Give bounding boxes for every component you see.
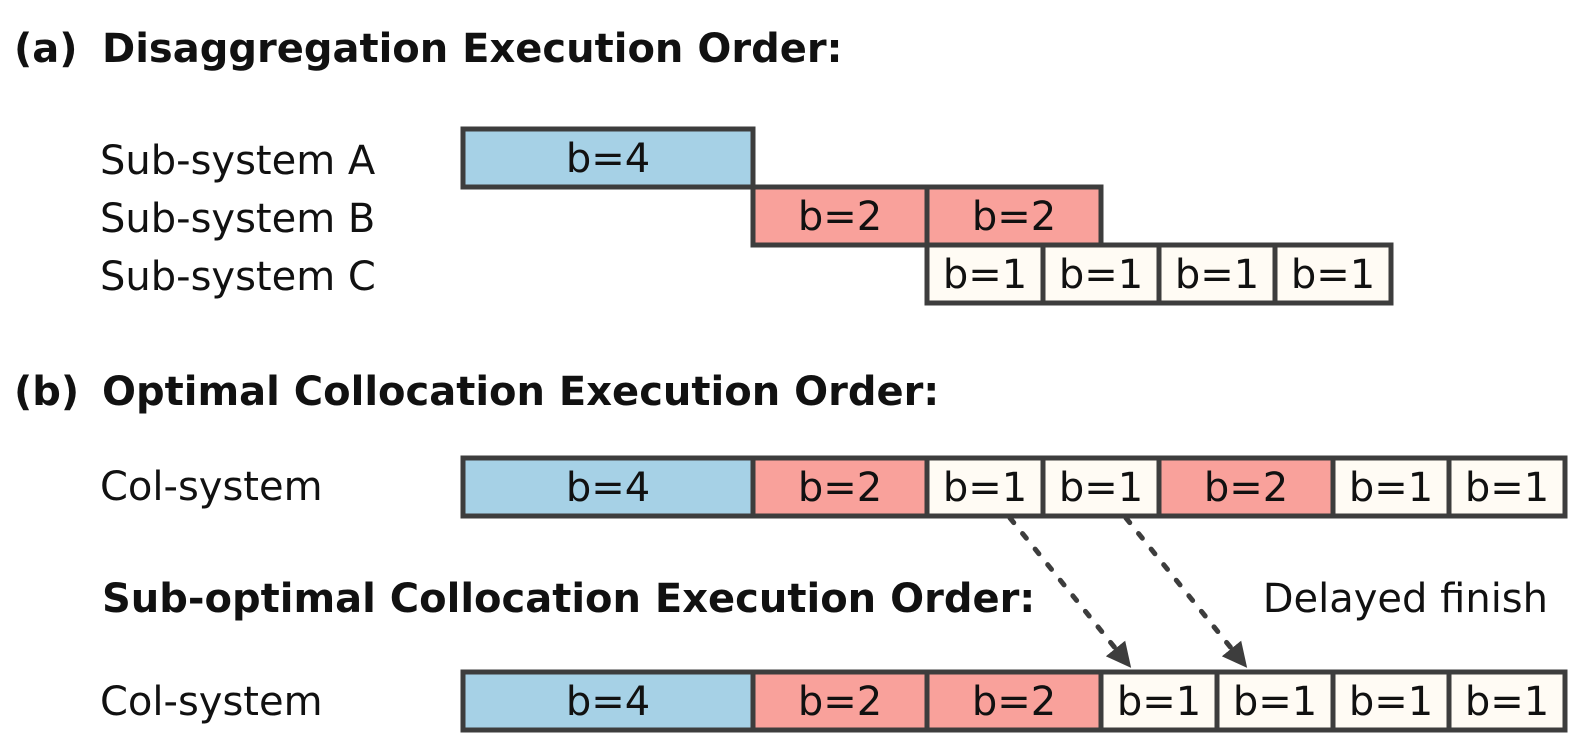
suboptimal-block-2 bbox=[750, 669, 930, 733]
sub-system-c-block-1-label: b=1 bbox=[943, 252, 1027, 298]
suboptimal-block-6 bbox=[1330, 669, 1452, 733]
optimal-block-5-label: b=2 bbox=[1204, 465, 1288, 511]
sub-system-b-block-2-label: b=2 bbox=[972, 194, 1056, 240]
optimal-block-3-label: b=1 bbox=[943, 465, 1027, 511]
suboptimal-collocation-blocks: b=4 b=2 b=2 b=1 b=1 b=1 b=1 bbox=[460, 669, 1568, 733]
sub-system-b-block-1 bbox=[750, 184, 930, 248]
optimal-block-7 bbox=[1446, 455, 1568, 519]
optimal-block-3 bbox=[924, 455, 1046, 519]
section-a-letter: (a) bbox=[14, 26, 78, 72]
suboptimal-block-5-label: b=1 bbox=[1233, 679, 1317, 725]
optimal-collocation-blocks: b=4 b=2 b=1 b=1 b=2 b=1 b=1 bbox=[460, 455, 1568, 519]
suboptimal-block-7-label: b=1 bbox=[1465, 679, 1549, 725]
suboptimal-block-4-label: b=1 bbox=[1117, 679, 1201, 725]
optimal-block-7-label: b=1 bbox=[1465, 465, 1549, 511]
optimal-block-1-label: b=4 bbox=[566, 465, 650, 511]
suboptimal-block-5 bbox=[1214, 669, 1336, 733]
delay-arrow-2 bbox=[1123, 515, 1248, 668]
sub-system-b-block-1-label: b=2 bbox=[798, 194, 882, 240]
sub-system-c-block-3-label: b=1 bbox=[1175, 252, 1259, 298]
delayed-finish-annotation: Delayed finish bbox=[1263, 576, 1548, 622]
optimal-block-2 bbox=[750, 455, 930, 519]
section-b-title: Optimal Collocation Execution Order: bbox=[102, 369, 939, 415]
row-label-col-system-suboptimal: Col-system bbox=[100, 679, 323, 725]
row-label-sub-system-a: Sub-system A bbox=[100, 138, 376, 184]
row-label-col-system-optimal: Col-system bbox=[100, 464, 323, 510]
section-a-title: Disaggregation Execution Order: bbox=[102, 26, 843, 72]
suboptimal-block-6-label: b=1 bbox=[1349, 679, 1433, 725]
row-label-sub-system-c: Sub-system C bbox=[100, 254, 376, 300]
optimal-block-4-label: b=1 bbox=[1059, 465, 1143, 511]
sub-system-c-block-2-label: b=1 bbox=[1059, 252, 1143, 298]
row-label-sub-system-b: Sub-system B bbox=[100, 196, 375, 242]
suboptimal-block-3 bbox=[924, 669, 1104, 733]
sub-system-a-block-1 bbox=[460, 126, 756, 190]
optimal-block-5 bbox=[1156, 455, 1336, 519]
optimal-block-1 bbox=[460, 455, 756, 519]
suboptimal-block-1-label: b=4 bbox=[566, 679, 650, 725]
optimal-block-2-label: b=2 bbox=[798, 465, 882, 511]
suboptimal-title: Sub-optimal Collocation Execution Order: bbox=[102, 576, 1035, 622]
optimal-block-6-label: b=1 bbox=[1349, 465, 1433, 511]
sub-system-c-block-4-label: b=1 bbox=[1291, 252, 1375, 298]
section-b-letter: (b) bbox=[14, 369, 79, 415]
sub-system-a-block-1-label: b=4 bbox=[566, 136, 650, 182]
sub-system-c-block-4 bbox=[1272, 242, 1394, 306]
suboptimal-block-3-label: b=2 bbox=[972, 679, 1056, 725]
sub-system-c-block-2 bbox=[1040, 242, 1162, 306]
suboptimal-block-7 bbox=[1446, 669, 1568, 733]
suboptimal-block-2-label: b=2 bbox=[798, 679, 882, 725]
